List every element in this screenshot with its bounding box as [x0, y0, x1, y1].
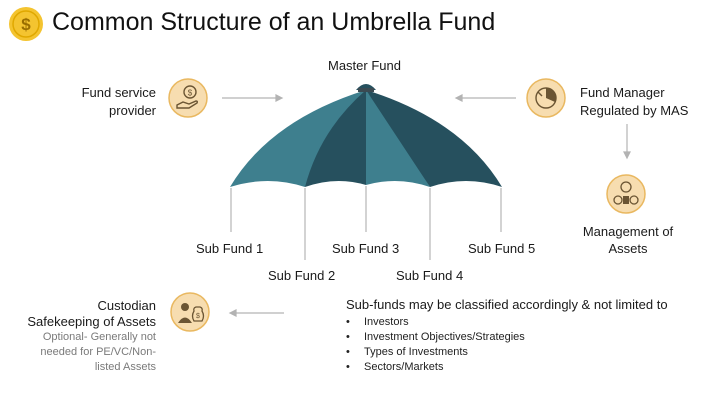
custodian-block: Custodian Safekeeping of Assets Optional…: [10, 298, 156, 375]
svg-text:$: $: [21, 15, 31, 34]
list-item: Types of Investments: [346, 345, 668, 360]
sub-fund-5-label: Sub Fund 5: [468, 241, 536, 256]
sub-fund-1-label: Sub Fund 1: [196, 241, 264, 256]
management-of-assets-label: Management of Assets: [582, 224, 674, 256]
fund-service-provider-label: Fund service provider: [81, 85, 156, 118]
sub-fund-3-label: Sub Fund 3: [332, 241, 400, 256]
classification-block: Sub-funds may be classified accordingly …: [346, 297, 668, 375]
hand-coin-icon: $: [168, 78, 208, 118]
custodian-money-bag-icon: $: [170, 292, 210, 332]
svg-text:$: $: [188, 89, 193, 98]
umbrella-panel-4: [366, 90, 502, 187]
custodian-subtitle: Safekeeping of Assets: [27, 314, 156, 329]
asset-management-icon: [606, 174, 646, 214]
classification-list: Investors Investment Objectives/Strategi…: [346, 315, 668, 375]
custodian-title: Custodian: [97, 298, 156, 313]
svg-text:$: $: [196, 313, 200, 320]
umbrella-panel-1: [230, 90, 366, 187]
list-item: Sectors/Markets: [346, 360, 668, 375]
list-item: Investment Objectives/Strategies: [346, 330, 668, 345]
sub-fund-2-label: Sub Fund 2: [268, 268, 336, 283]
classification-heading: Sub-funds may be classified accordingly …: [346, 297, 668, 312]
umbrella-panel-2: [305, 90, 366, 187]
chart-analytics-icon: [526, 78, 566, 118]
page-title: Common Structure of an Umbrella Fund: [52, 8, 496, 36]
dollar-coin-icon: $: [9, 7, 43, 41]
list-item: Investors: [346, 315, 668, 330]
fund-manager-label: Fund Manager Regulated by MAS: [580, 85, 689, 118]
sub-fund-4-label: Sub Fund 4: [396, 268, 464, 283]
master-fund-label: Master Fund: [328, 58, 401, 73]
